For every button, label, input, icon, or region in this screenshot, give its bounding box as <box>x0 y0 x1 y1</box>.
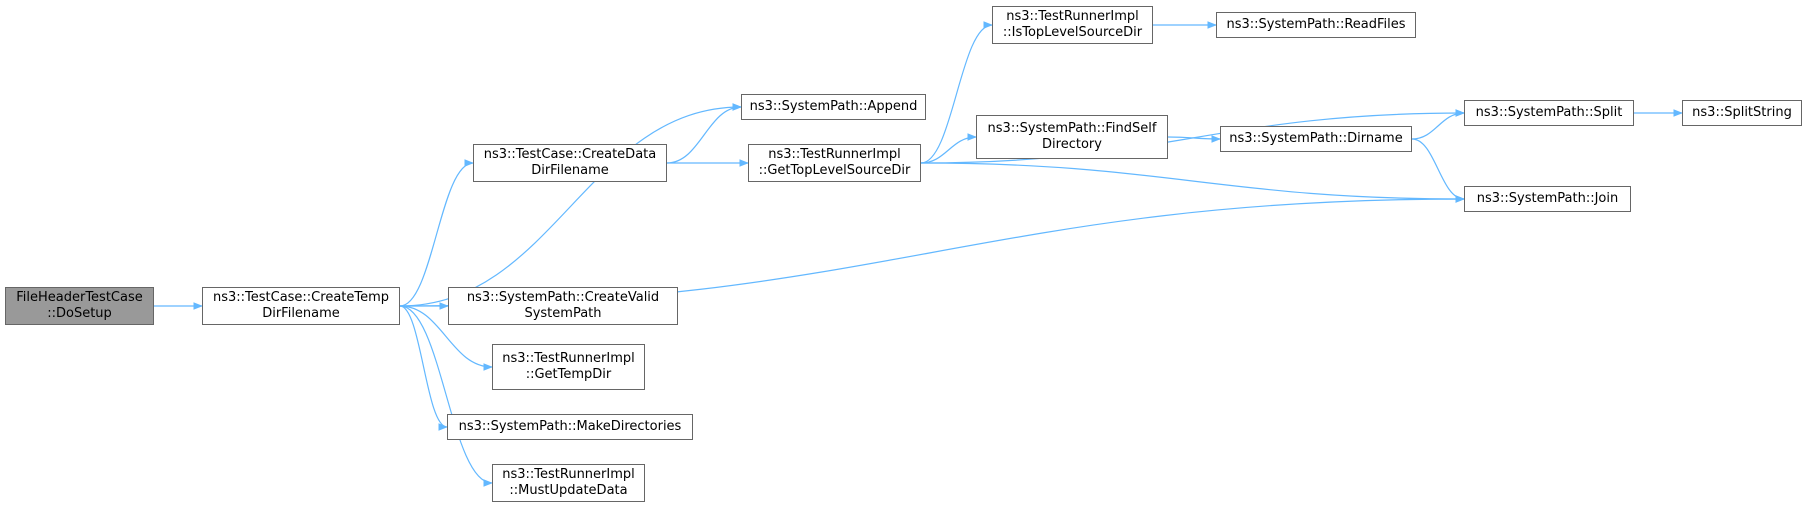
node-label-line: ::MustUpdateData <box>509 483 628 498</box>
edge-createTempDir-to-createDataDir <box>399 159 474 307</box>
edge-createTempDir-to-getTempDir <box>399 305 493 371</box>
edge-createDataDir-to-append <box>666 103 742 164</box>
node-label-line: ns3::TestCase::CreateData <box>483 147 657 162</box>
node-label-line: ns3::TestRunnerImpl <box>502 467 635 482</box>
node-get-top-level-source-dir[interactable]: ns3::TestRunnerImpl::GetTopLevelSourceDi… <box>748 144 921 182</box>
node-label-line: ::GetTopLevelSourceDir <box>758 163 911 178</box>
node-label-line: ::GetTempDir <box>525 367 612 382</box>
edge-dirname-to-join <box>1411 138 1465 203</box>
node-label-line: ns3::SystemPath::FindSelf <box>987 121 1157 136</box>
node-label-line: ns3::TestRunnerImpl <box>768 147 901 162</box>
node-label-line: ns3::SystemPath::CreateValid <box>466 290 660 305</box>
node-label-line: DirFilename <box>262 306 340 321</box>
node-label-line: ns3::SystemPath::MakeDirectories <box>458 419 682 434</box>
node-label-line: Directory <box>1042 137 1102 152</box>
node-label-line: ns3::TestRunnerImpl <box>1006 9 1139 24</box>
node-split-string[interactable]: ns3::SplitString <box>1682 100 1802 126</box>
node-label-line: ns3::SystemPath::Dirname <box>1229 131 1403 146</box>
node-get-temp-dir[interactable]: ns3::TestRunnerImpl::GetTempDir <box>492 344 645 390</box>
node-label-line: SystemPath <box>524 306 602 321</box>
node-system-path-dirname[interactable]: ns3::SystemPath::Dirname <box>1220 126 1412 152</box>
node-label-line: ns3::SystemPath::Append <box>749 99 918 114</box>
node-is-top-level-source-dir[interactable]: ns3::TestRunnerImpl::IsTopLevelSourceDir <box>992 6 1153 44</box>
node-label-line: FileHeaderTestCase <box>16 290 143 305</box>
edge-getTopLevel-to-findSelf <box>920 133 977 164</box>
edge-getTopLevel-to-isTopLevel <box>920 21 993 164</box>
node-label-line: ns3::SystemPath::ReadFiles <box>1226 17 1406 32</box>
node-label-line: ::IsTopLevelSourceDir <box>1002 25 1143 40</box>
edge-findSelf-to-dirname <box>1167 135 1221 143</box>
node-system-path-split[interactable]: ns3::SystemPath::Split <box>1464 100 1634 126</box>
edge-createTempDir-to-append <box>399 103 742 307</box>
node-system-path-join[interactable]: ns3::SystemPath::Join <box>1464 186 1631 212</box>
node-do-setup[interactable]: FileHeaderTestCase::DoSetup <box>5 287 154 325</box>
edge-createTempDir-to-mustUpdate <box>399 305 493 487</box>
node-label-line: DirFilename <box>531 163 609 178</box>
edge-dirname-to-split <box>1411 109 1465 140</box>
edge-getTopLevel-to-join <box>920 162 1465 203</box>
node-label-line: ns3::SystemPath::Join <box>1476 191 1619 206</box>
node-label-line: ns3::SystemPath::Split <box>1475 105 1623 120</box>
node-label-line: ns3::TestRunnerImpl <box>502 351 635 366</box>
node-label-line: ::DoSetup <box>47 306 112 321</box>
node-make-directories[interactable]: ns3::SystemPath::MakeDirectories <box>447 414 693 440</box>
node-label-line: ns3::SplitString <box>1692 105 1792 120</box>
edge-createTempDir-to-makeDirs <box>399 305 448 431</box>
node-system-path-read-files[interactable]: ns3::SystemPath::ReadFiles <box>1216 12 1416 38</box>
node-label-line: ns3::TestCase::CreateTemp <box>212 290 390 305</box>
node-must-update-data[interactable]: ns3::TestRunnerImpl::MustUpdateData <box>492 464 645 502</box>
node-system-path-append[interactable]: ns3::SystemPath::Append <box>741 94 926 120</box>
